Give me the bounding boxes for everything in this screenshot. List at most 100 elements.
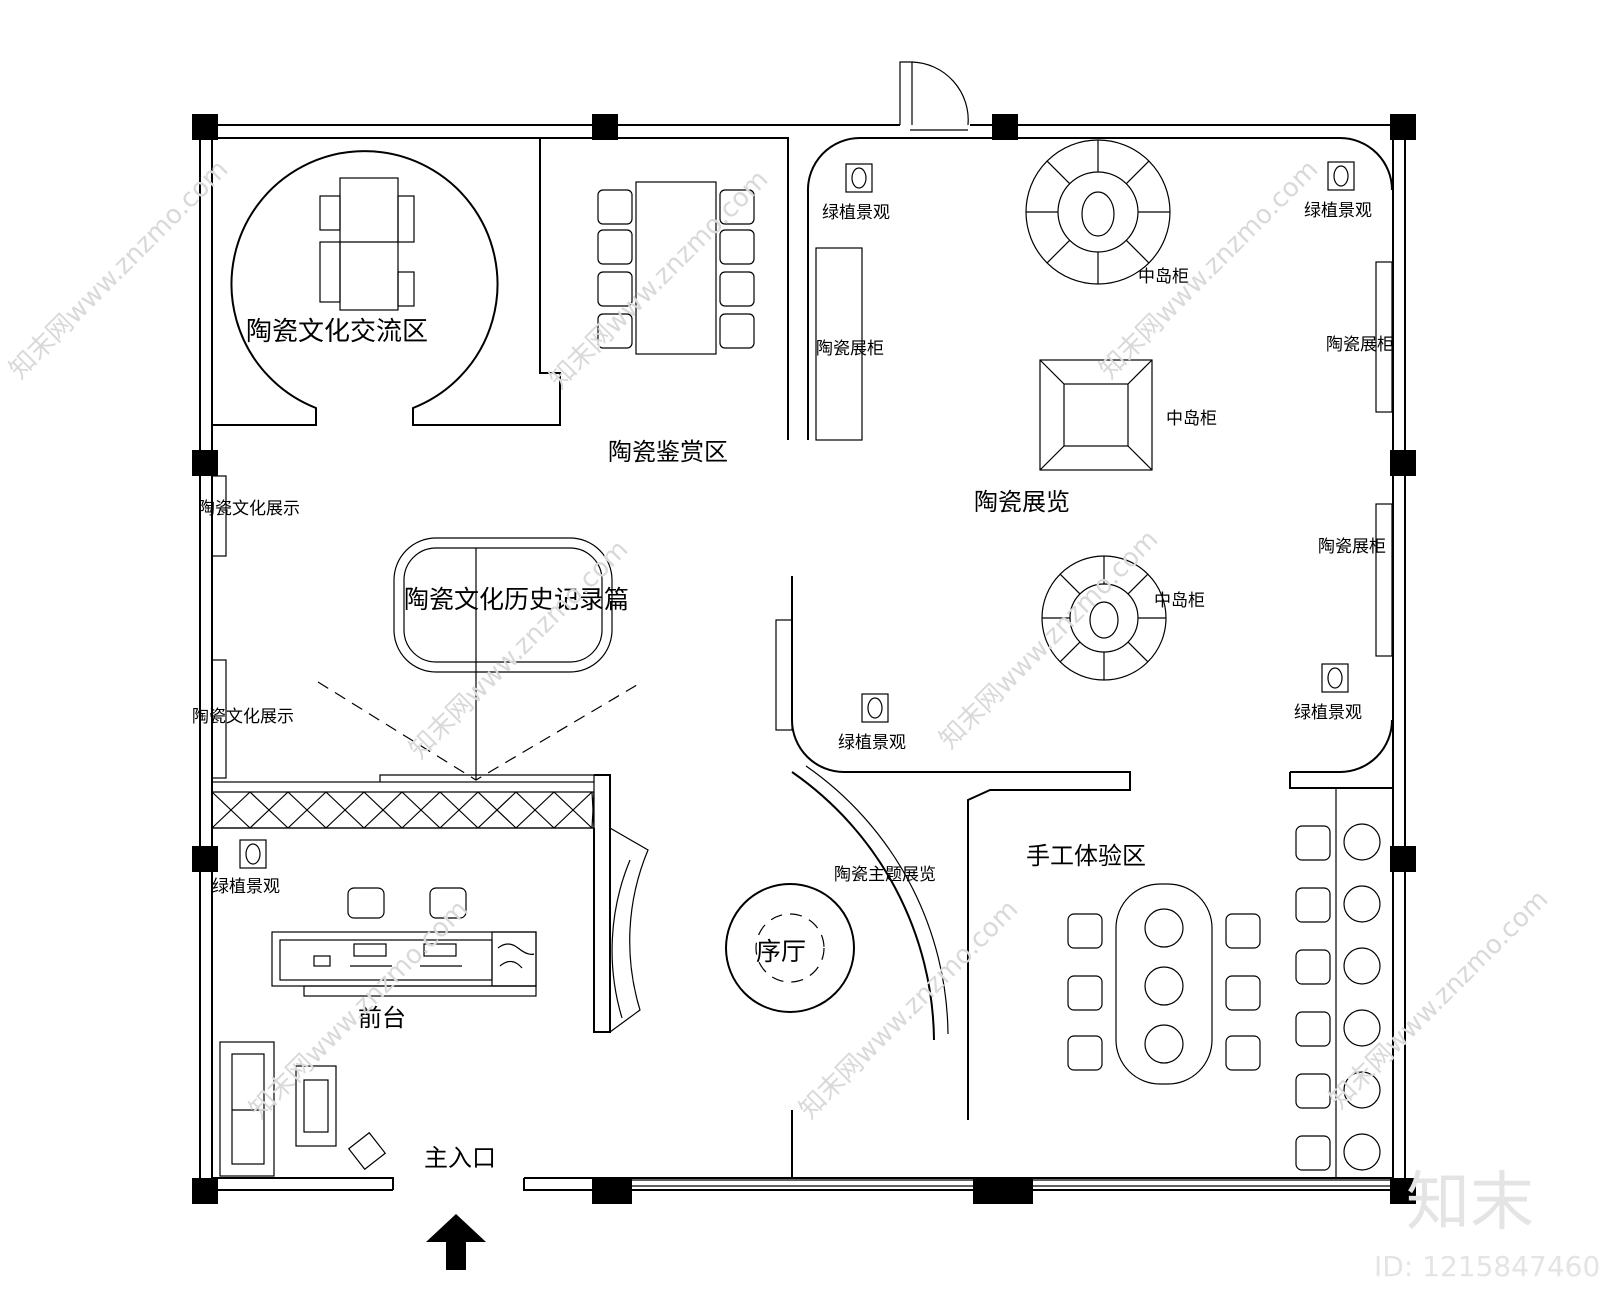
hatch-line — [591, 791, 595, 829]
watermark-site-8: 知末网www.znzmo.com — [1324, 884, 1555, 1115]
hatch-line — [515, 791, 555, 829]
label-island-1: 中岛柜 — [1138, 267, 1189, 287]
island-cabinet-2 — [1039, 359, 1153, 471]
chair — [1067, 1035, 1103, 1071]
chair — [1295, 887, 1331, 923]
label-green-3: 绿植景观 — [838, 733, 906, 753]
plant-icon — [239, 839, 267, 869]
label-green-5: 绿植景观 — [212, 877, 280, 897]
stool — [1343, 1133, 1381, 1171]
hatch-line — [363, 791, 403, 829]
hatch-line — [211, 791, 251, 829]
columns — [192, 114, 1416, 1204]
hatch-line — [553, 791, 593, 829]
chair — [1295, 949, 1331, 985]
plant-pot — [1333, 165, 1349, 187]
label-display-left-1: 陶瓷文化展示 — [198, 499, 300, 519]
label-cabinet-3: 陶瓷展柜 — [1318, 537, 1386, 557]
label-theme: 陶瓷主题展览 — [834, 865, 936, 885]
label-green-4: 绿植景观 — [1294, 703, 1362, 723]
hatch-line — [287, 791, 327, 829]
hatch-line — [477, 791, 517, 829]
stool — [1343, 1009, 1381, 1047]
watermark-site-7: 知末网www.znzmo.com — [794, 894, 1025, 1125]
island-cabinet-1 — [1025, 139, 1171, 285]
spoke — [1127, 573, 1149, 595]
chair — [1225, 975, 1261, 1011]
label-exhibition: 陶瓷展览 — [974, 488, 1070, 516]
label-green-1: 绿植景观 — [822, 203, 890, 223]
plant-pot — [1327, 667, 1343, 689]
lounge-area — [219, 1041, 387, 1177]
exchange-zone — [212, 138, 561, 426]
label-lobby: 序厅 — [756, 937, 806, 966]
chair — [597, 229, 633, 265]
lobby-circle — [725, 883, 855, 1013]
plant-icon — [861, 693, 889, 723]
hatch-line — [325, 791, 365, 829]
spoke — [1046, 239, 1071, 264]
history-island — [317, 537, 643, 781]
workshop-table — [1067, 883, 1261, 1085]
spoke — [1125, 160, 1150, 185]
plant-pot — [867, 697, 883, 719]
exhibition-area — [775, 137, 1393, 1120]
label-cabinet-2: 陶瓷展柜 — [1326, 335, 1394, 355]
label-appreciation: 陶瓷鉴赏区 — [608, 438, 728, 466]
entrance-arrow — [426, 1214, 486, 1270]
appreciation-table — [597, 181, 755, 355]
chair — [1295, 1011, 1331, 1047]
chair — [719, 271, 755, 307]
chair — [1067, 913, 1103, 949]
theme-curve — [791, 765, 949, 1178]
label-exchange: 陶瓷文化交流区 — [246, 317, 428, 347]
hatch-line — [249, 791, 289, 829]
spoke — [1125, 239, 1150, 264]
stool — [1343, 947, 1381, 985]
plant-pot — [851, 167, 867, 189]
spoke — [1059, 573, 1081, 595]
labels: 陶瓷文化交流区 陶瓷鉴赏区 陶瓷文化展示 陶瓷文化展示 陶瓷文化历史记录篇 绿植… — [192, 201, 1394, 1172]
chair — [597, 271, 633, 307]
chair — [719, 229, 755, 265]
plant-icon — [1321, 663, 1349, 693]
plant-icon — [1327, 161, 1355, 191]
chair — [1067, 975, 1103, 1011]
plants — [239, 161, 1355, 869]
chair — [1295, 825, 1331, 861]
watermark-brand: 知末 — [1406, 1166, 1534, 1240]
reception-partition — [211, 774, 649, 1033]
label-display-left-2: 陶瓷文化展示 — [192, 707, 294, 727]
watermark-site-4: 知末网www.znzmo.com — [404, 534, 635, 765]
reception-desk — [271, 887, 537, 997]
stool — [1343, 823, 1381, 861]
island-cabinet-3 — [1041, 555, 1167, 681]
plant-icon — [845, 163, 873, 193]
watermark-site-3: 知末网www.znzmo.com — [1094, 154, 1325, 385]
chair — [1225, 1035, 1261, 1071]
label-entrance: 主入口 — [424, 1144, 496, 1172]
hatch-line — [401, 791, 441, 829]
hatch-line — [439, 791, 479, 829]
label-island-3: 中岛柜 — [1154, 591, 1205, 611]
watermark-site-2: 知末网www.znzmo.com — [544, 164, 775, 395]
spoke — [1127, 641, 1149, 663]
label-green-2: 绿植景观 — [1304, 201, 1372, 221]
spoke — [1046, 160, 1071, 185]
workshop-counter — [1295, 788, 1381, 1178]
watermark-site-6: 知末网www.znzmo.com — [244, 894, 475, 1125]
spoke — [1059, 641, 1081, 663]
chair — [1295, 1073, 1331, 1109]
chair — [597, 189, 633, 225]
chair — [719, 313, 755, 349]
left-displays — [211, 475, 227, 779]
chair — [1295, 1135, 1331, 1171]
chair — [1225, 913, 1261, 949]
label-reception: 前台 — [358, 1004, 406, 1032]
top-door — [899, 61, 969, 131]
stool — [1343, 885, 1381, 923]
label-history: 陶瓷文化历史记录篇 — [404, 585, 629, 614]
watermark-id: ID: 1215847460 — [1374, 1250, 1600, 1283]
label-island-2: 中岛柜 — [1166, 409, 1217, 429]
